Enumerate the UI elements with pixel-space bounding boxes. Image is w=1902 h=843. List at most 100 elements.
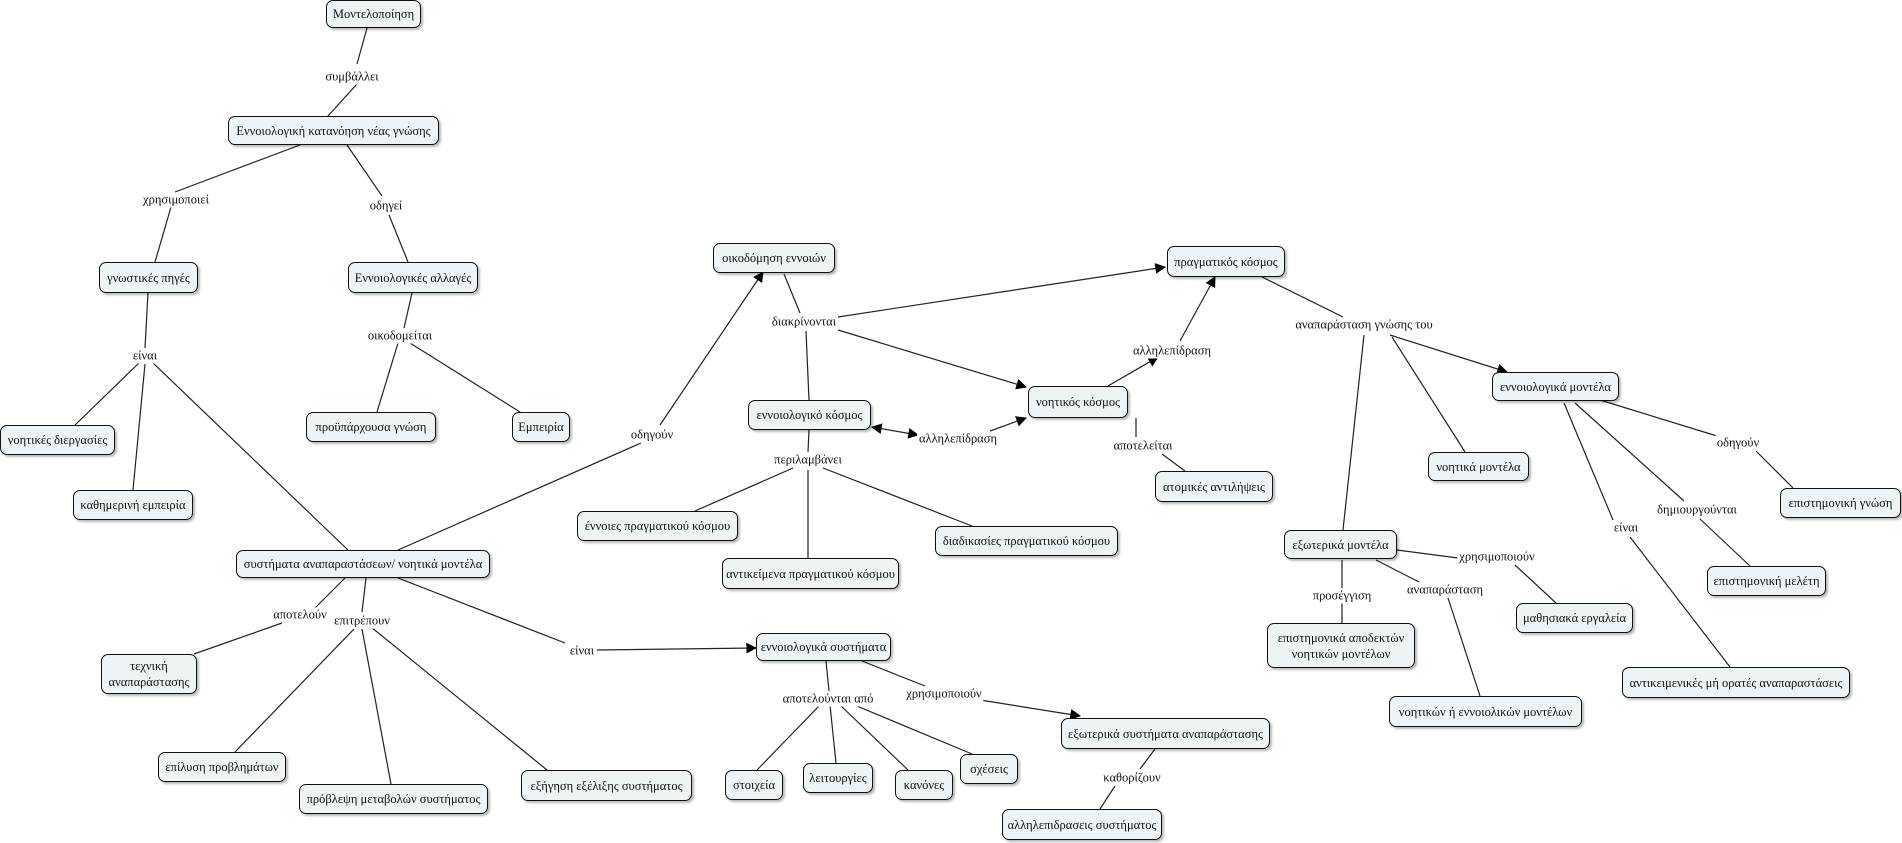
link-label-periamvanei: περιλαμβάνει [772,452,844,468]
link-label-odigoun: οδηγούν [628,427,676,443]
connector-line [822,467,973,527]
link-label-odigei: οδηγεί [367,198,405,214]
concept-node-oikodomisi[interactable]: οικοδόμηση εννοιών [713,243,835,273]
concept-node-ennoiologika-systimata[interactable]: εννοιολογικά συστήματα [756,633,891,661]
concept-node-kathim-empeiria[interactable]: καθημερινή εμπειρία [73,490,193,520]
connector-line [783,273,801,314]
link-label-einai: είναι [1611,520,1641,536]
concept-node-allilepidraseis[interactable]: αλληλεπιδρασεις συστήματος [1002,809,1162,840]
connector-line [1342,334,1365,531]
concept-node-katanoisi[interactable]: Εννοιολογική κατανόηση νέας γνώσης [228,116,439,145]
concept-node-provlepsi[interactable]: πρόβλεψη μεταβολών συστήματος [299,784,488,814]
connector-line [174,144,301,193]
connector-line [1514,564,1557,604]
connector-arrow [596,642,758,654]
connector-line [1629,536,1731,668]
connector-line [403,292,413,329]
concept-node-ennoiologikos-kosmos[interactable]: εννοιολογικό κόσμος [748,400,871,430]
connector-line [1139,748,1156,770]
link-label-odigoun: οδηγούν [1714,435,1762,451]
connector-line [376,342,399,413]
concept-node-epilysi[interactable]: επίλυση προβλημάτων [158,752,286,782]
connector-line [1699,518,1751,567]
link-label-diakrinontai: διακρίνονται [769,314,839,330]
concept-node-stoixeia[interactable]: στοιχεία [725,770,783,800]
concept-node-epistimoniki-meleti[interactable]: επιστημονική μελέτη [1707,566,1826,596]
connector-arrow [870,423,920,439]
connector-line [193,622,283,655]
concept-node-allages[interactable]: Εννοιολογικές αλλαγές [348,262,478,293]
concept-node-exigisi[interactable]: εξήγηση εξέλιξης συστήματος [521,770,692,801]
connector-line [361,628,392,785]
concept-node-gnostikes-piges[interactable]: γνωστικές πηγές [99,262,198,293]
link-label-allilepidrasi: αλληλεπίδραση [1130,343,1214,359]
connector-line [397,577,566,644]
concept-node-antikeimenikes[interactable]: αντικειμενικές μή ορατές αναπαραστάσεις [1622,667,1850,698]
connector-arrow [659,271,764,426]
connector-line [1099,785,1116,810]
connector-line [327,83,358,117]
concept-node-texniki[interactable]: τεχνική αναπαράστασης [101,654,197,694]
connector-line [851,703,973,755]
link-label-symvallei: συμβάλλει [323,69,381,85]
link-label-allilepidrasi: αλληλεπίδραση [916,431,1000,447]
connector-line [154,206,172,263]
link-label-apotelountai-apo: αποτελούνται από [780,691,876,707]
connector-arrow [979,699,1082,720]
link-label-dimiourgountai: δημιουργούνται [1655,502,1739,518]
connector-line [409,342,521,413]
link-label-xrisimopoioun: χρησιμοποιούν [904,686,984,702]
concept-node-proyparxousa[interactable]: προϋπάρχουσα γνώση [306,412,436,442]
concept-node-epistimonika-apodekton[interactable]: επιστημονικά αποδεκτών νοητικών μοντέλων [1267,623,1415,668]
connector-line [805,330,810,401]
connector-arrow [1107,356,1159,387]
concept-node-mathisiaka-ergaleia[interactable]: μαθησιακά εργαλεία [1516,603,1633,633]
concept-node-diadikasies-pragmatikou[interactable]: διαδικασίες πραγματικού κόσμου [935,526,1118,556]
concept-node-kanones[interactable]: κανόνες [895,770,953,800]
link-label-xrisimopoioun: χρησιμοποιούν [1457,549,1537,565]
concept-node-noitika-montela[interactable]: νοητικά μοντέλα [1428,452,1529,481]
connector-line [1396,549,1459,559]
connector-arrow [1389,334,1509,375]
concept-node-leitourgies[interactable]: λειτουργίες [803,763,873,793]
connector-line [1161,453,1186,472]
connector-arrow [989,416,1028,432]
connector-line [151,361,349,551]
concept-node-antikeimena-pragmatikou[interactable]: αντικείμενα πραγματικού κόσμου [722,558,899,589]
concept-node-epistimoniki-gnosi[interactable]: επιστημονική γνώση [1780,488,1901,518]
concept-node-exoterika-montela[interactable]: εξωτερικά μοντέλα [1284,530,1397,559]
concept-node-ennoies-pragmatikou[interactable]: έννοιες πραγματικού κόσμου [577,511,738,541]
connector-line [234,628,355,753]
concept-node-sxeseis[interactable]: σχέσεις [960,754,1018,784]
connector-line [825,660,830,692]
concept-node-empeiria[interactable]: Εμπειρία [512,412,570,442]
connector-line [694,467,794,512]
connector-line [829,704,837,764]
connector-line [807,429,810,453]
connector-line [861,660,926,687]
connector-line [356,27,368,65]
connector-line [132,363,146,491]
concept-node-noitikes-dierg[interactable]: νοητικές διεργασίες [0,425,115,455]
concept-node-noitikos-kosmos[interactable]: νοητικός κόσμος [1028,386,1128,418]
concept-node-ennoiologika-montela[interactable]: εννοιολογικά μοντέλα [1492,372,1619,401]
connector-line [388,214,409,263]
link-label-kathorizoun: καθορίζουν [1101,770,1163,786]
connector-arrow [837,329,1028,390]
connector-line [144,292,149,349]
concept-node-atomikes-antilipseis[interactable]: ατομικές αντιλήψεις [1155,471,1273,502]
connector-arrow [1179,276,1216,342]
connector-line [1574,402,1685,502]
link-label-epitrepoun: επιτρέπουν [332,613,392,629]
link-label-proseggisi: προσέγγιση [1310,588,1374,604]
connector-arrow [837,263,1167,318]
connector-line [1755,450,1794,489]
concept-node-systimata-anaparastaseon[interactable]: συστήματα αναπαραστάσεων/ νοητικά μοντέλ… [236,550,490,578]
concept-node-pragmatikos-kosmos[interactable]: πραγματικός κόσμος [1167,246,1285,277]
link-label-apoteleitai: αποτελείται [1111,438,1175,454]
concept-node-noitikon-i-ennoiolikon[interactable]: νοητικών ή εννοιολικών μοντέλων [1389,696,1582,727]
link-label-einai: είναι [130,348,160,364]
concept-node-montelopoiisi[interactable]: Μοντελοποίηση [326,0,421,28]
concept-node-exoterika-systimata[interactable]: εξωτερικά συστήματα αναπαράστασης [1061,718,1270,749]
